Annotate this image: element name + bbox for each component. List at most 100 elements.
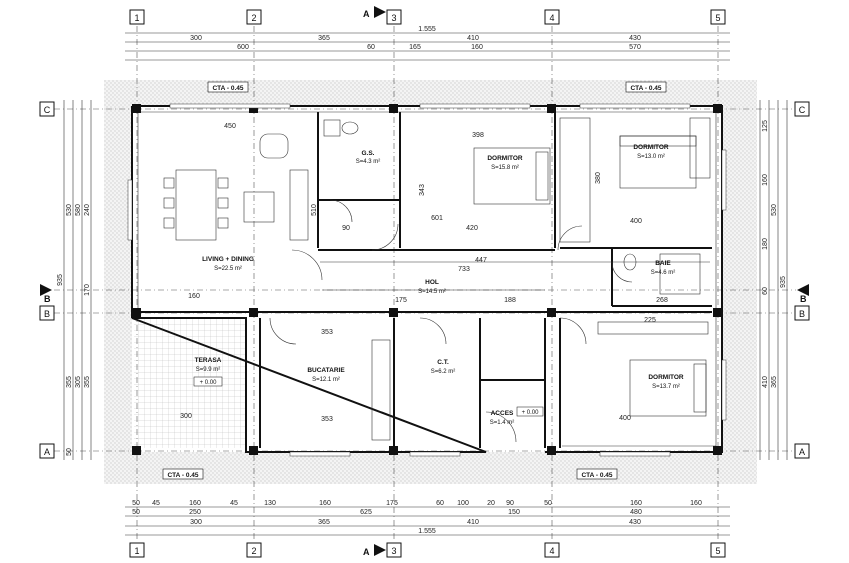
svg-text:S=4.6 m²: S=4.6 m² [651,270,676,276]
svg-text:CTA - 0.45: CTA - 0.45 [212,85,243,92]
door-swings [269,199,633,443]
svg-text:365: 365 [771,376,778,388]
svg-text:S=12.1 m²: S=12.1 m² [312,377,340,383]
room-hol: HOL S=14.5 m² [418,279,446,295]
svg-text:C: C [44,105,51,115]
svg-text:45: 45 [152,500,160,507]
svg-text:S=14.5 m²: S=14.5 m² [418,289,446,295]
axis-5-bottom: 5 [715,546,720,556]
room-baie: BAIE S=4.6 m² [651,260,676,276]
svg-text:60: 60 [762,287,769,295]
svg-text:60: 60 [367,44,375,51]
svg-text:188: 188 [504,297,516,304]
axis-5-top: 5 [715,13,720,23]
svg-text:398: 398 [472,132,484,139]
svg-text:160: 160 [189,500,201,507]
svg-text:510: 510 [311,204,318,216]
svg-text:50: 50 [544,500,552,507]
svg-text:355: 355 [66,376,73,388]
svg-text:300: 300 [180,413,192,420]
svg-text:175: 175 [395,297,407,304]
room-bucatarie: BUCATARIE S=12.1 m² [307,367,345,383]
svg-text:A: A [363,547,370,557]
svg-text:175: 175 [386,500,398,507]
axis-4-bottom: 4 [549,546,554,556]
svg-text:50: 50 [132,509,140,516]
svg-text:160: 160 [690,500,702,507]
room-living-dining: LIVING + DINING S=22.5 m² [202,256,254,272]
svg-text:365: 365 [318,35,330,42]
interior-dimensions: 450 398 400 733 447 420 601 353 188 175 … [180,123,668,423]
room-ct: C.T. S=6.2 m² [431,359,456,375]
axis-1-bottom: 1 [134,546,139,556]
svg-text:HOL: HOL [425,279,439,286]
svg-text:300: 300 [190,519,202,526]
svg-text:410: 410 [467,35,479,42]
svg-text:ACCES: ACCES [491,410,514,417]
room-dormitor-2: DORMITOR S=13.0 m² [633,144,669,160]
svg-text:BAIE: BAIE [655,260,671,267]
svg-text:410: 410 [467,519,479,526]
grid-axes [54,26,796,540]
svg-text:45: 45 [230,500,238,507]
svg-text:410: 410 [762,376,769,388]
dimension-chain-left: 530 580 240 170 935 355 305 355 50 [57,100,92,460]
svg-text:20: 20 [487,500,495,507]
svg-text:B: B [799,309,805,319]
svg-text:400: 400 [630,218,642,225]
svg-text:A: A [44,447,50,457]
svg-text:225: 225 [644,317,656,324]
svg-text:C: C [799,105,806,115]
svg-text:DORMITOR: DORMITOR [633,144,669,151]
room-gs: G.S. S=4.3 m² [356,150,381,165]
svg-text:480: 480 [630,509,642,516]
axis-4-top: 4 [549,13,554,23]
axis-3-top: 3 [391,13,396,23]
svg-text:90: 90 [342,225,350,232]
svg-text:S=6.2 m²: S=6.2 m² [431,369,456,375]
svg-text:530: 530 [66,204,73,216]
svg-text:CTA - 0.45: CTA - 0.45 [630,85,661,92]
svg-text:CTA - 0.45: CTA - 0.45 [581,472,612,479]
furniture [163,117,711,441]
dim-bottom-overall: 1.555 [418,528,436,535]
room-terasa: TERASA S=9.9 m² + 0.00 [193,357,223,387]
svg-text:400: 400 [619,415,631,422]
svg-text:S=1.4 m²: S=1.4 m² [490,420,515,426]
svg-text:240: 240 [84,204,91,216]
dim-top-overall: 1.555 [418,26,436,33]
structural-columns [132,104,722,455]
svg-text:C.T.: C.T. [437,359,449,366]
svg-text:G.S.: G.S. [361,150,374,157]
svg-text:90: 90 [506,500,514,507]
axis-labels-letters: C B A C B A [39,101,810,459]
dimension-chain-bottom: 50 45 160 45 130 160 175 60 100 20 90 50… [125,500,730,536]
room-dormitor-1: DORMITOR S=15.8 m² [487,155,523,171]
svg-text:A: A [799,447,805,457]
windows [127,103,727,457]
svg-text:570: 570 [629,44,641,51]
svg-text:165: 165 [409,44,421,51]
svg-text:430: 430 [629,35,641,42]
svg-text:S=4.3 m²: S=4.3 m² [356,159,381,165]
section-marker-b: B B [40,284,809,304]
svg-text:A: A [363,9,370,19]
svg-text:B: B [44,294,51,304]
svg-text:305: 305 [75,376,82,388]
dimension-chain-top: 1.555 300 365 410 430 600 60 165 160 570 [125,26,730,61]
svg-text:50: 50 [66,448,73,456]
svg-text:TERASA: TERASA [195,357,222,364]
svg-text:LIVING + DINING: LIVING + DINING [202,256,254,263]
svg-text:580: 580 [75,204,82,216]
svg-text:150: 150 [508,509,520,516]
cta-labels: CTA - 0.45 CTA - 0.45 CTA - 0.45 CTA - 0… [162,81,667,480]
svg-text:353: 353 [321,416,333,423]
svg-text:250: 250 [189,509,201,516]
svg-text:125: 125 [762,120,769,132]
room-dormitor-3: DORMITOR S=13.7 m² [648,374,684,390]
svg-text:B: B [44,309,50,319]
svg-text:DORMITOR: DORMITOR [487,155,523,162]
svg-text:B: B [800,294,807,304]
svg-text:380: 380 [595,172,602,184]
